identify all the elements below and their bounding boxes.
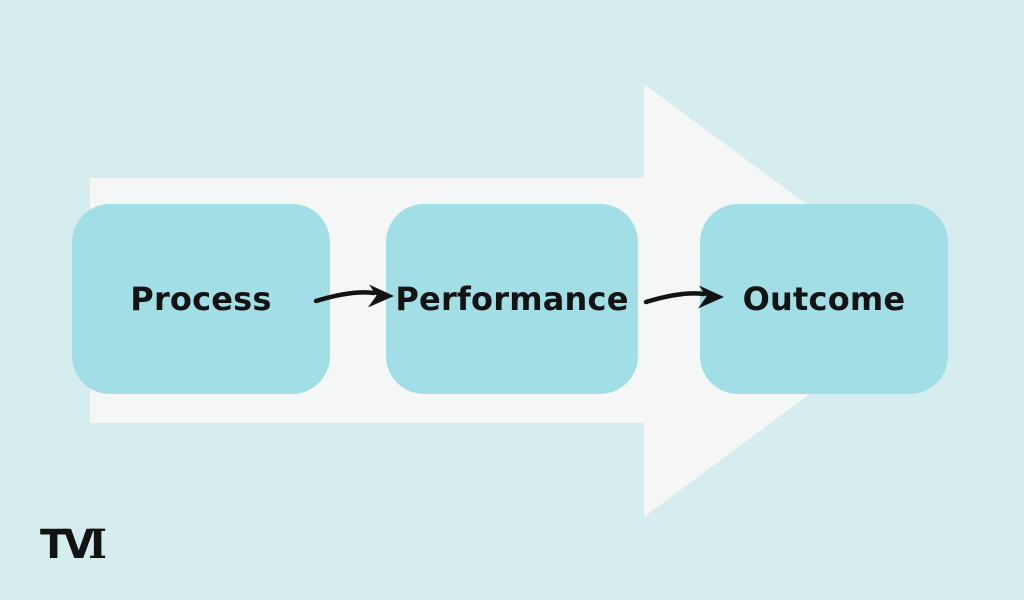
step-box-outcome: Outcome (700, 204, 948, 394)
logo-text-serif-part: I (88, 521, 107, 568)
logo-text-sans-part: TV (40, 522, 94, 568)
step-label-process: Process (130, 280, 272, 318)
step-box-process: Process (72, 204, 330, 394)
step-box-performance: Performance (386, 204, 638, 394)
logo-tvi: TVI (40, 521, 107, 568)
step-label-performance: Performance (395, 280, 629, 318)
step-label-outcome: Outcome (742, 280, 906, 318)
